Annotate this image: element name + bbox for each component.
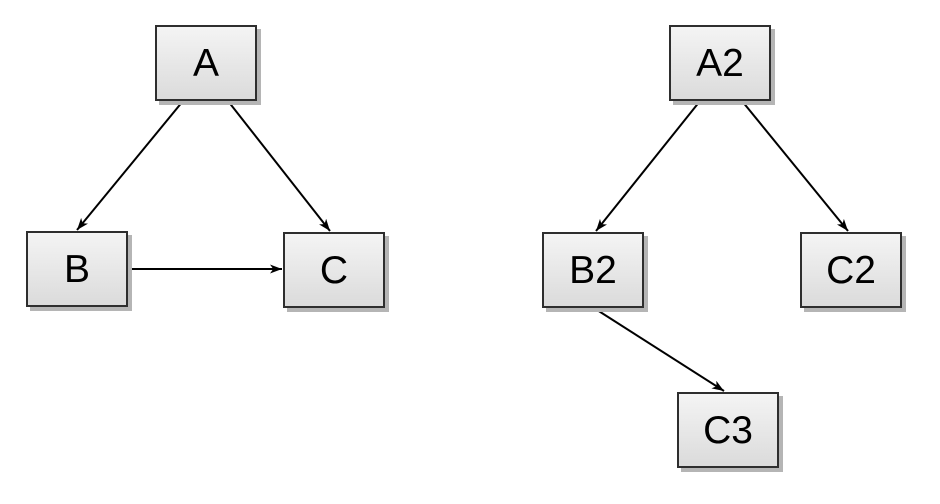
node-label: B [63, 247, 90, 291]
node-label: C3 [703, 408, 753, 452]
connector-A-B[interactable] [76, 100, 184, 231]
node-label: B2 [569, 248, 617, 292]
connector-B2-C3[interactable] [593, 307, 725, 392]
node-label: C [319, 248, 349, 292]
node-B[interactable]: B [26, 231, 128, 307]
connector-A2-B2[interactable] [595, 100, 701, 232]
node-A2[interactable]: A2 [669, 25, 771, 101]
node-B2[interactable]: B2 [542, 232, 644, 308]
node-label: C2 [826, 248, 876, 292]
node-A[interactable]: A [155, 25, 257, 101]
node-label: A2 [696, 41, 744, 85]
connector-A2-C2[interactable] [741, 100, 849, 232]
node-C3[interactable]: C3 [677, 392, 779, 468]
connector-A-C[interactable] [227, 100, 331, 232]
node-C2[interactable]: C2 [800, 232, 902, 308]
node-C[interactable]: C [283, 232, 385, 308]
node-label: A [192, 41, 219, 85]
